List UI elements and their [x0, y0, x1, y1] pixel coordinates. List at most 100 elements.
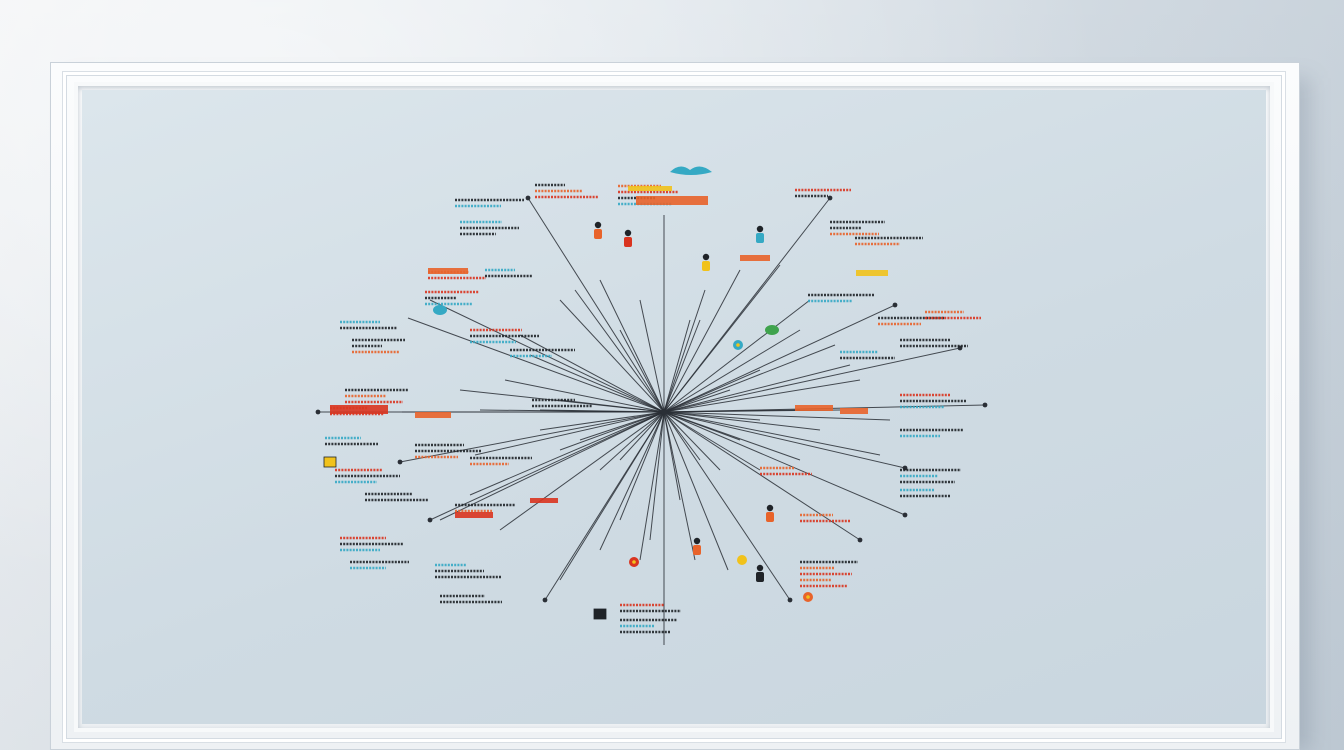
diagram-icons [323, 166, 813, 620]
flower-icon [740, 558, 744, 562]
highlight-label-block [455, 512, 493, 518]
spoke-line [663, 411, 821, 431]
spoke-line [663, 269, 741, 413]
person-figure-icon [594, 229, 602, 239]
spoke-endpoint-dot [982, 402, 988, 408]
flower-icon [632, 560, 636, 564]
spoke-line [663, 411, 701, 461]
spoke-line [559, 399, 665, 413]
diagram-labels [325, 183, 981, 634]
spoke-endpoint-dot [892, 302, 898, 308]
person-figure-icon [766, 504, 774, 512]
spoke-line [544, 411, 665, 601]
highlight-label-block [856, 270, 888, 276]
spoke-endpoint-dot [397, 459, 403, 465]
highlight-label-block [740, 255, 770, 261]
spoke-endpoint-dot [525, 195, 531, 201]
spoke-line [599, 279, 665, 413]
person-figure-icon [756, 233, 764, 243]
spoke-line [663, 411, 741, 441]
spoke-line [439, 411, 665, 521]
spoke-line [504, 379, 665, 413]
spoke-line [474, 411, 665, 456]
spoke-line [663, 329, 801, 413]
spoke-line [663, 389, 731, 413]
person-figure-icon [693, 537, 701, 545]
highlight-label-block [415, 412, 451, 418]
spoke-line [663, 319, 691, 413]
spoke-line [663, 319, 701, 413]
diagram-hub [661, 409, 667, 415]
person-figure-icon [594, 221, 602, 229]
spoke-line [599, 411, 665, 471]
person-figure-icon [756, 564, 764, 572]
spoke-line [639, 411, 665, 561]
spoke-line [663, 264, 781, 413]
person-figure-icon [702, 261, 710, 271]
spoke-line [663, 299, 811, 413]
swatch-icon [593, 608, 607, 620]
person-figure-icon [702, 253, 710, 261]
spoke-line [559, 299, 665, 413]
spoke-line [663, 411, 906, 516]
spoke-line [663, 411, 881, 456]
spoke-line [527, 197, 665, 413]
spoke-line [663, 411, 891, 421]
swatch-icon [323, 456, 337, 468]
spoke-endpoint-dot [827, 195, 833, 201]
spoke-line [649, 411, 665, 541]
highlight-label-block [530, 498, 558, 503]
flower-icon [736, 343, 740, 347]
person-figure-icon [624, 237, 632, 247]
spoke-line [663, 411, 906, 469]
spoke-line [529, 354, 665, 413]
spoke-line [639, 299, 665, 413]
diagram-spokes [315, 195, 988, 645]
spoke-line [399, 411, 665, 463]
spoke-line [663, 411, 861, 541]
spoke-line [407, 317, 665, 413]
person-figure-icon [756, 572, 764, 582]
highlight-label-block [428, 268, 468, 274]
spoke-line [499, 411, 665, 531]
spoke-line [663, 289, 706, 413]
flower-icon [806, 595, 810, 599]
spoke-line [599, 411, 665, 551]
spoke-line [574, 289, 665, 413]
spoke-endpoint-dot [315, 409, 321, 415]
spoke-line [619, 411, 665, 461]
spoke-line [663, 347, 961, 413]
spoke-line [663, 411, 791, 601]
highlight-label-block [840, 408, 868, 414]
highlight-label-block [330, 405, 388, 414]
highlight-label-block [795, 405, 833, 411]
spoke-line [663, 411, 696, 561]
frame-ridge [63, 72, 1285, 742]
person-figure-icon [766, 512, 774, 522]
bird-icon [670, 166, 712, 175]
leaf-icon [765, 325, 779, 335]
spoke-endpoint-dot [542, 597, 548, 603]
spoke-line [539, 411, 665, 431]
spoke-line [663, 411, 681, 501]
spoke-line [663, 411, 761, 421]
spoke-line [663, 304, 896, 413]
spoke-line [619, 329, 665, 413]
highlight-label-block [636, 196, 708, 205]
leaf-icon [433, 305, 447, 315]
spoke-line [663, 411, 729, 571]
spoke-line [539, 409, 665, 413]
person-figure-icon [756, 225, 764, 233]
spoke-line [663, 364, 851, 413]
spoke-line [469, 411, 665, 496]
spoke-endpoint-dot [787, 597, 793, 603]
spoke-line [663, 411, 761, 471]
person-figure-icon [693, 545, 701, 555]
person-figure-icon [624, 229, 632, 237]
frame-inner-lip [74, 82, 1274, 732]
spoke-line [579, 411, 665, 441]
spoke-endpoint-dot [902, 512, 908, 518]
spoke-line [663, 409, 801, 413]
spoke-line [663, 411, 721, 471]
highlight-label-block [628, 186, 672, 191]
